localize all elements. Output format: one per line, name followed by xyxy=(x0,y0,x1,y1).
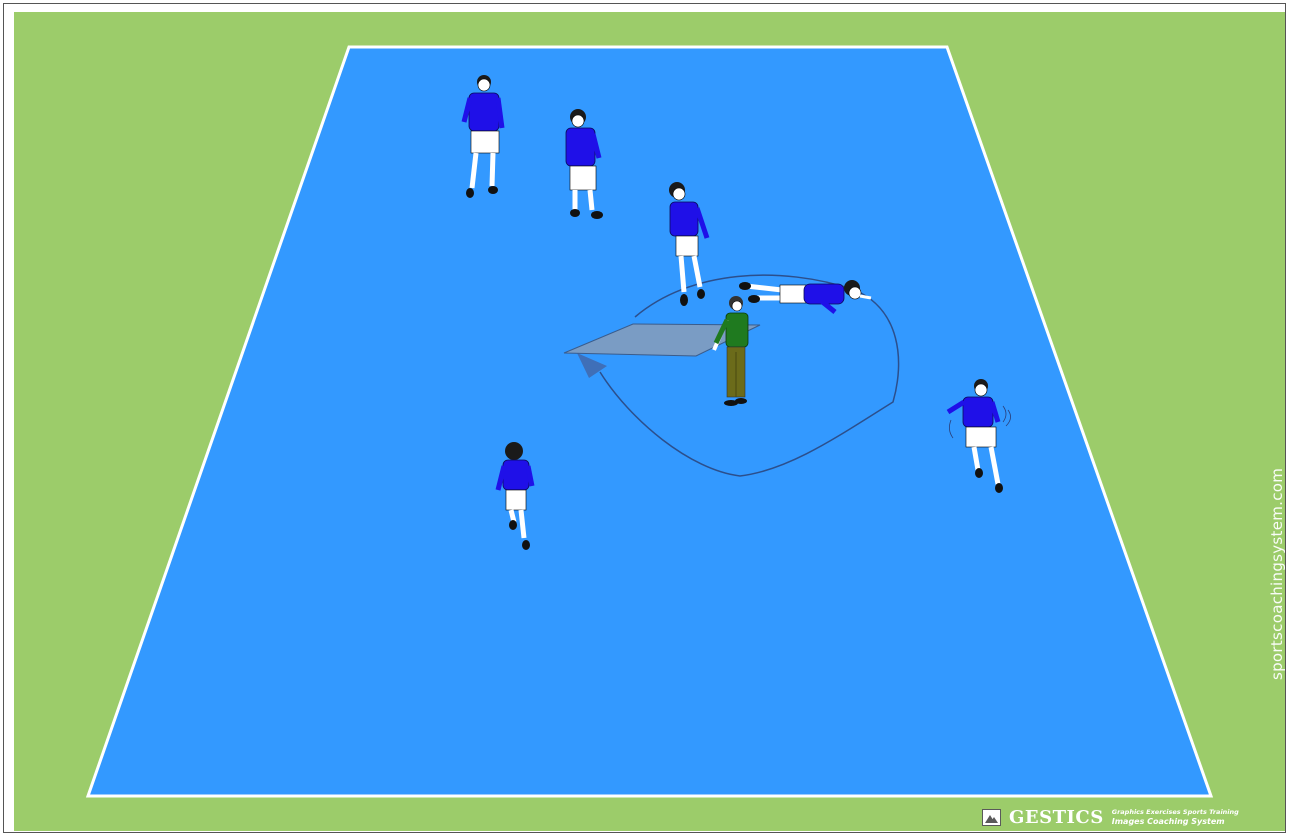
brand-tagline-line-1: Graphics Exercises Sports Training xyxy=(1112,808,1239,817)
watermark-text: sportscoachingsystem.com xyxy=(1268,468,1286,680)
brand-tagline-line-2: Images Coaching System xyxy=(1112,817,1239,826)
brand-name: GESTICS xyxy=(1009,807,1104,828)
mountain-photo-icon xyxy=(982,809,1001,826)
brand-tagline: Graphics Exercises Sports Training Image… xyxy=(1112,808,1239,826)
brand: GESTICS Graphics Exercises Sports Traini… xyxy=(982,806,1239,828)
